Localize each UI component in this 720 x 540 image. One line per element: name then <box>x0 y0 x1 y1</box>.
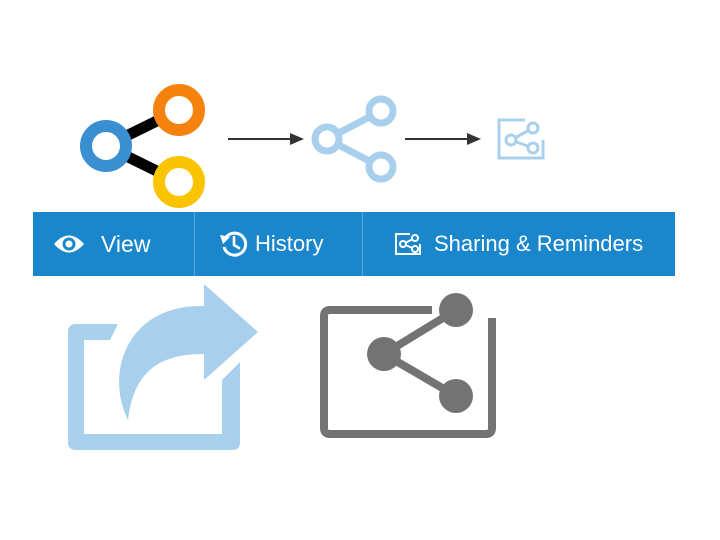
tab-history-label: History <box>255 231 324 256</box>
arrow-right-icon <box>405 132 481 146</box>
light-share-icon <box>310 95 400 185</box>
tab-history[interactable]: History <box>195 212 363 276</box>
colorful-share-icon <box>78 82 208 208</box>
tab-sharing-reminders-label: Sharing & Reminders <box>434 231 644 256</box>
tab-view[interactable]: View <box>33 212 195 276</box>
eye-icon <box>53 233 85 255</box>
share-box-icon <box>394 232 422 256</box>
arrow-right-icon <box>228 132 304 146</box>
export-arrow-icon <box>68 284 260 452</box>
history-icon <box>219 229 249 259</box>
toolbar: View History Sharing & Reminders <box>33 212 675 276</box>
share-box-large-icon <box>320 292 496 442</box>
share-box-small-icon <box>495 116 547 162</box>
tab-view-label: View <box>101 230 151 257</box>
tab-sharing-reminders[interactable]: Sharing & Reminders <box>363 212 675 276</box>
